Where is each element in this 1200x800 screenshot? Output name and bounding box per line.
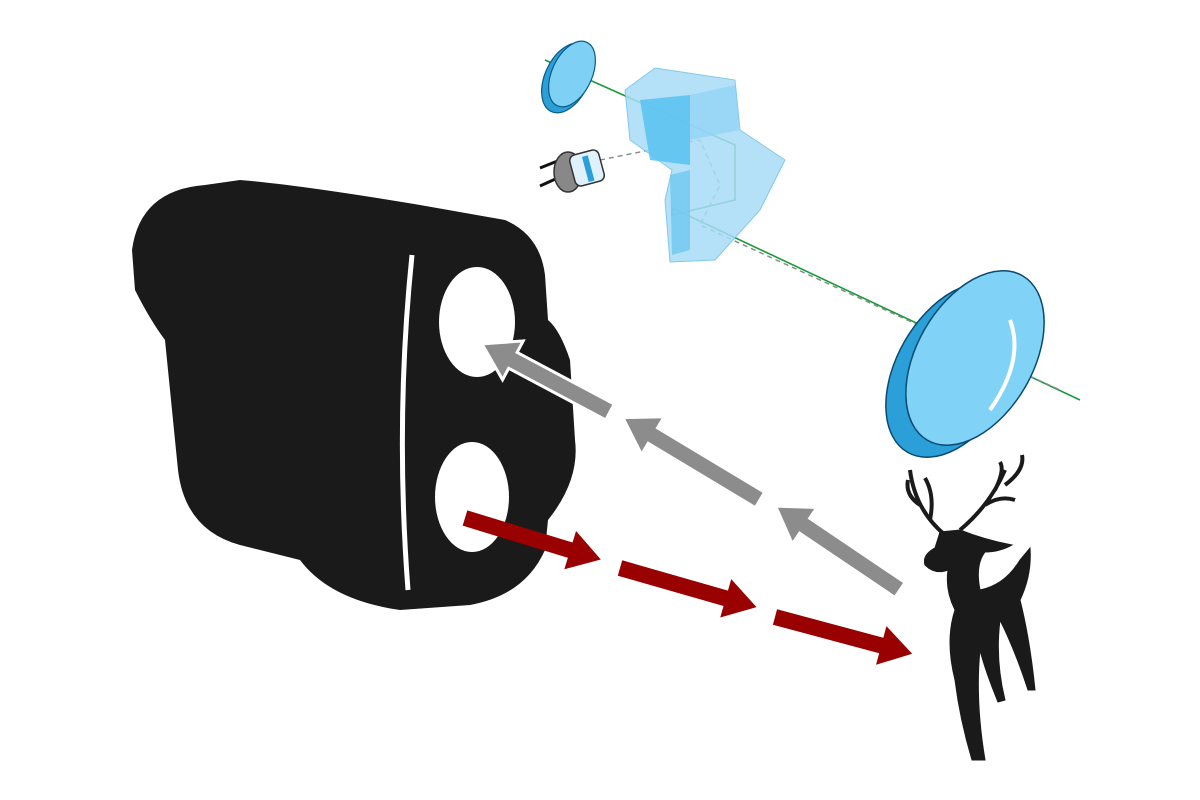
return-arrow	[773, 504, 908, 600]
outgoing-arrow	[462, 510, 601, 570]
rangefinder	[132, 180, 576, 610]
return-arrows	[479, 339, 908, 600]
deer-target	[905, 454, 1036, 761]
outgoing-arrows	[462, 510, 913, 665]
return-arrow	[620, 415, 767, 510]
laser-diode	[539, 149, 606, 193]
eyepiece-lens	[541, 40, 596, 114]
outgoing-arrow	[772, 609, 913, 665]
objective-lens	[885, 270, 1045, 458]
prism	[624, 67, 786, 263]
return-arrow	[479, 339, 617, 422]
outgoing-arrow	[617, 560, 757, 618]
